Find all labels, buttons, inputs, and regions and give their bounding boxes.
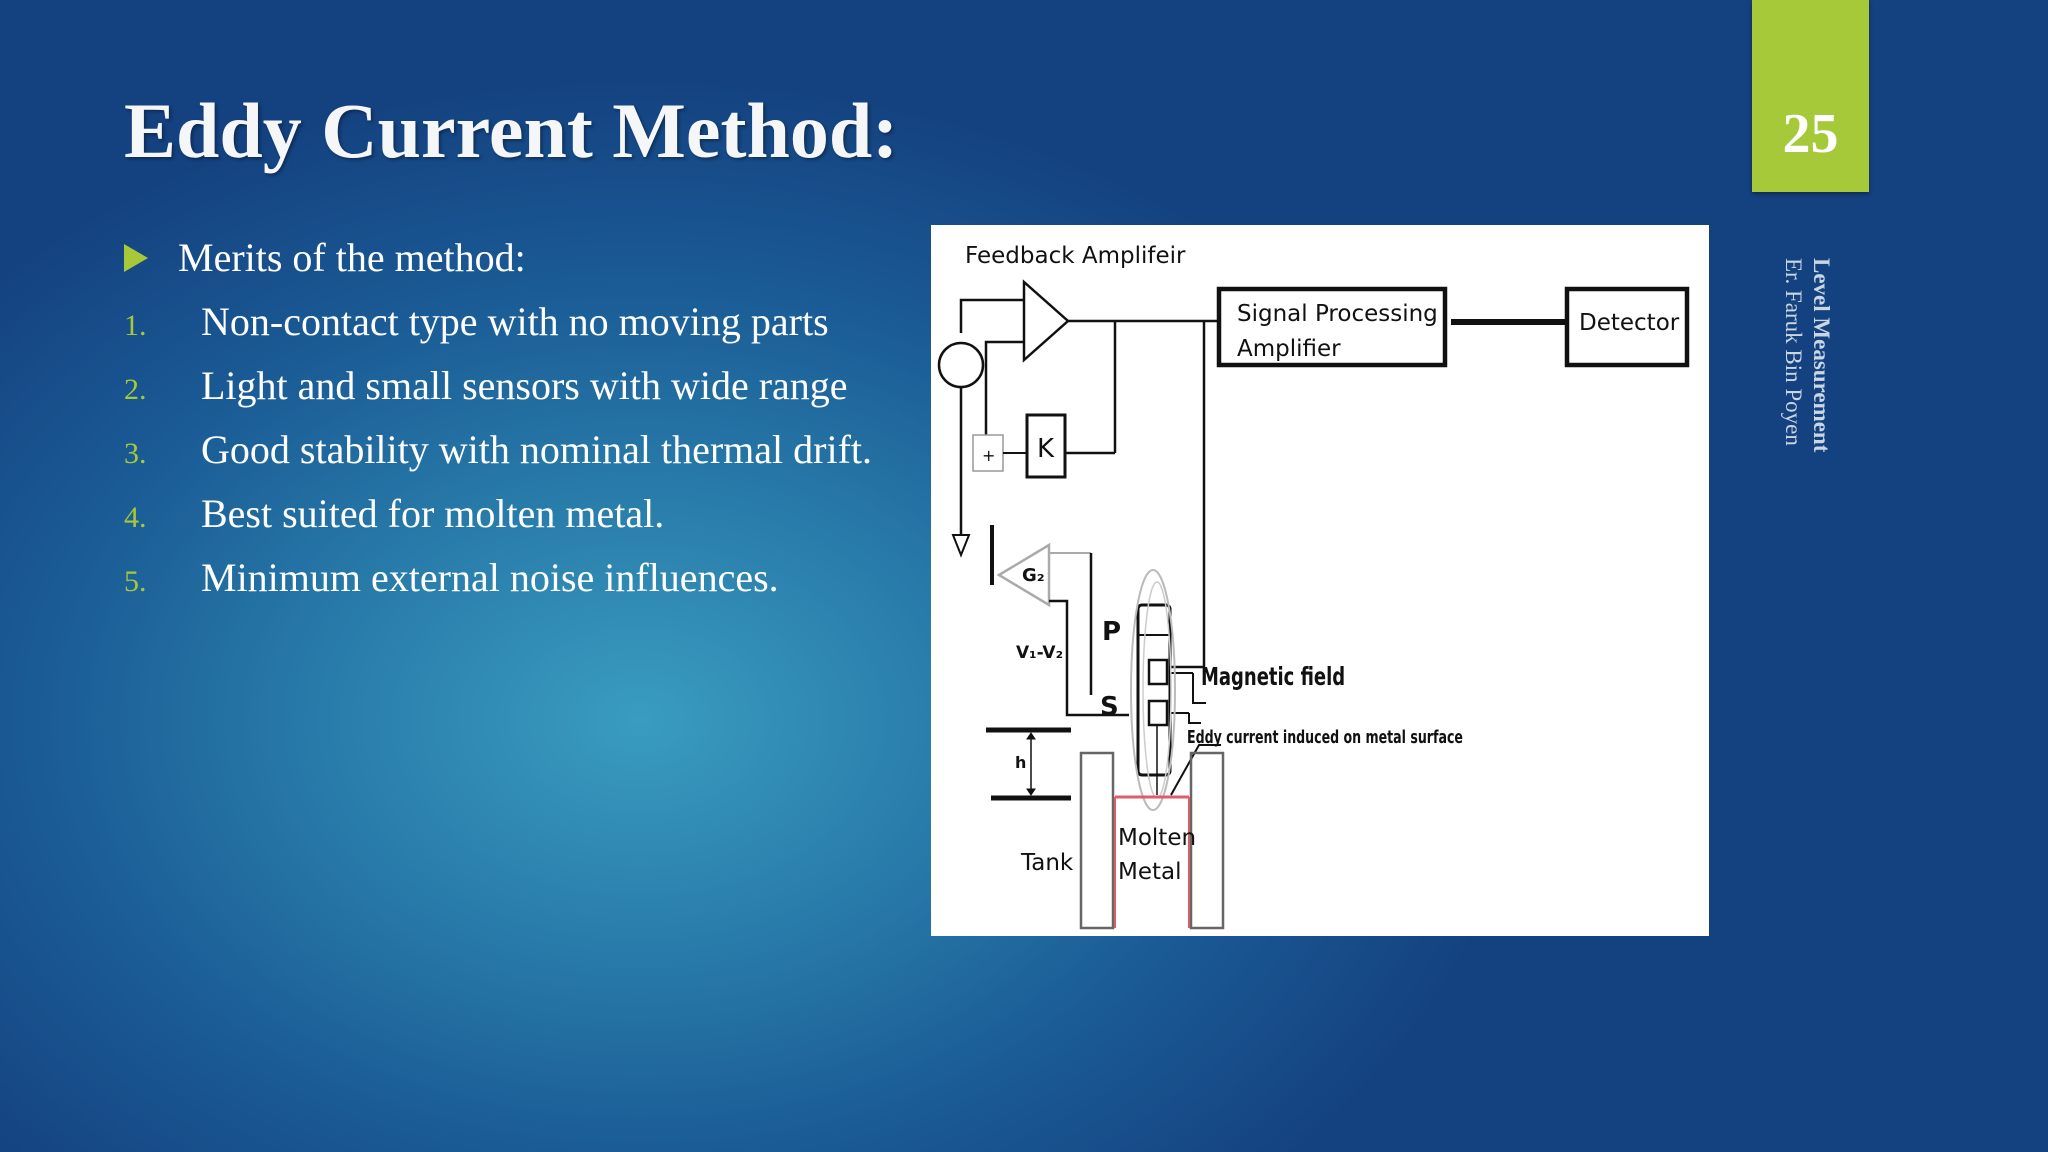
side-author: Er. Faruk Bin Poyen <box>1781 258 1806 446</box>
side-title: Level Measurement <box>1809 258 1834 453</box>
signal-processing-box <box>1216 286 1448 368</box>
ac-source-icon <box>937 341 985 389</box>
list-item-number: 3. <box>124 437 147 470</box>
g2-label: G₂ <box>1022 565 1045 586</box>
s-label: S <box>1100 692 1119 722</box>
feedback-amplifier-triangle <box>1022 279 1070 363</box>
magnetic-field-label: Magnetic field <box>1201 663 1345 692</box>
triangle-bullet-icon <box>124 243 148 272</box>
eddy-current-diagram: Feedback Amplifeir Signal Processing Amp… <box>931 225 1709 936</box>
tank-right-wall <box>1189 751 1225 930</box>
molten-label-line1: Molten <box>1118 825 1196 851</box>
list-item-number: 5. <box>124 565 147 598</box>
list-item-text: Best suited for molten metal. <box>201 491 665 536</box>
list-item: 3. Good stability with nominal thermal dr… <box>124 426 872 490</box>
merits-list: 1.Non-contact type with no moving parts … <box>124 298 872 618</box>
list-item-text: Minimum external noise influences. <box>201 555 779 600</box>
slide-title: Eddy Current Method: <box>124 87 899 174</box>
tank-left-wall <box>1079 751 1115 930</box>
h-label: h <box>1015 753 1026 772</box>
molten-metal-region <box>1114 795 1190 928</box>
g2-amplifier-triangle <box>996 542 1051 608</box>
list-item-text: Good stability with nominal thermal drif… <box>201 427 873 472</box>
magnetic-field-loop <box>1130 569 1176 811</box>
k-label: K <box>1037 434 1055 464</box>
lead-bullet: Merits of the method: <box>124 234 526 281</box>
list-item-text: Non-contact type with no moving parts <box>201 299 829 344</box>
list-item-number: 2. <box>124 373 147 406</box>
list-item: 1. Non-contact type with no moving parts <box>124 298 872 362</box>
signal-processing-label-line2: Amplifier <box>1237 336 1341 362</box>
sensor-probe <box>1136 603 1172 777</box>
signal-processing-label-line1: Signal Processing <box>1237 301 1438 327</box>
feedback-amplifier-label: Feedback Amplifeir <box>965 243 1186 269</box>
v1-v2-label: V₁-V₂ <box>1016 643 1063 663</box>
secondary-coil <box>1147 699 1169 727</box>
detector-label: Detector <box>1579 310 1680 336</box>
list-item: 5. Minimum external noise influences. <box>124 554 872 618</box>
molten-label-line2: Metal <box>1118 859 1182 885</box>
list-item-text: Light and small sensors with wide range <box>201 363 848 408</box>
page-number: 25 <box>1782 103 1839 165</box>
tank-label: Tank <box>1020 850 1074 876</box>
eddy-current-label: Eddy current induced on metal surface <box>1187 727 1463 748</box>
detector-box <box>1564 286 1690 368</box>
list-item: 2. Light and small sensors with wide rang… <box>124 362 872 426</box>
primary-coil <box>1147 658 1169 686</box>
list-item-number: 4. <box>124 501 147 534</box>
k-gain-box <box>1025 413 1067 479</box>
plus-label: + <box>982 446 995 465</box>
list-item-number: 1. <box>124 309 147 342</box>
list-item: 4. Best suited for molten metal. <box>124 490 872 554</box>
lead-text: Merits of the method: <box>178 235 526 280</box>
page-number-tab: 25 <box>1752 0 1869 192</box>
diagram-wiring <box>937 279 1690 930</box>
p-label: P <box>1102 617 1121 647</box>
